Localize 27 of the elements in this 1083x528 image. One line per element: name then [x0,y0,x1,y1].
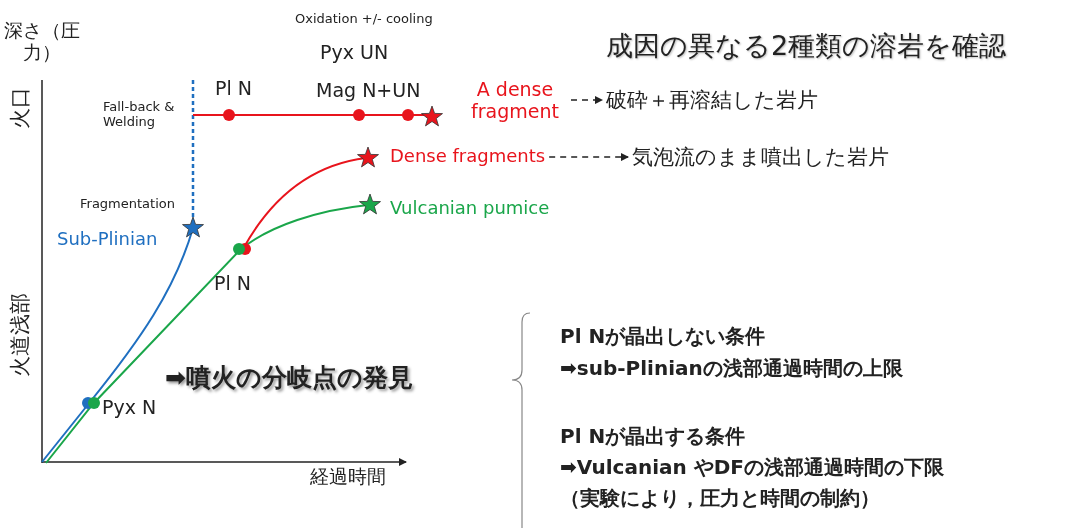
description-text: 破砕＋再溶結した岩片 [606,88,818,113]
fragment-label: Dense fragments [390,146,546,167]
curve-label: Sub-Plinian [57,229,158,250]
axis-title: 経過時間 [310,466,386,488]
fragment-label: A dense fragment [463,79,567,123]
annotation: Fall-back & Welding [103,100,176,130]
mineral-label: Pl N [214,273,251,295]
mineral-label: Pyx N [102,397,157,419]
condition-text: ➡Vulcanian やDFの浅部通過時間の下限 [560,456,945,479]
mineral-label: Pl N [215,78,252,100]
axis-label: 火道浅部 [7,293,33,378]
title: 成因の異なる2種類の溶岩を確認 [606,30,1007,62]
mineral-label: Pyx UN [320,42,389,64]
conclusion-text: ➡噴火の分岐点の発見 [165,364,413,393]
dashed-arrow [570,96,603,105]
mineral-label: Mag N+UN [316,80,421,102]
curve-label: Vulcanian pumice [390,198,550,219]
condition-text: Pl Nが晶出しない条件 [560,325,766,348]
annotation: Oxidation +/- cooling [295,12,433,27]
annotation: Fragmentation [80,197,175,212]
axis-title: 深さ（圧力） [4,20,80,64]
description-text: 気泡流のまま噴出した岩片 [632,145,889,170]
axis-label: 火口 [7,87,33,130]
condition-text: （実験により，圧力と時間の制約） [560,487,880,510]
condition-text: ➡sub-Plinianの浅部通過時間の上限 [560,357,903,380]
dashed-arrow [548,153,629,162]
condition-text: Pl Nが晶出する条件 [560,425,746,448]
